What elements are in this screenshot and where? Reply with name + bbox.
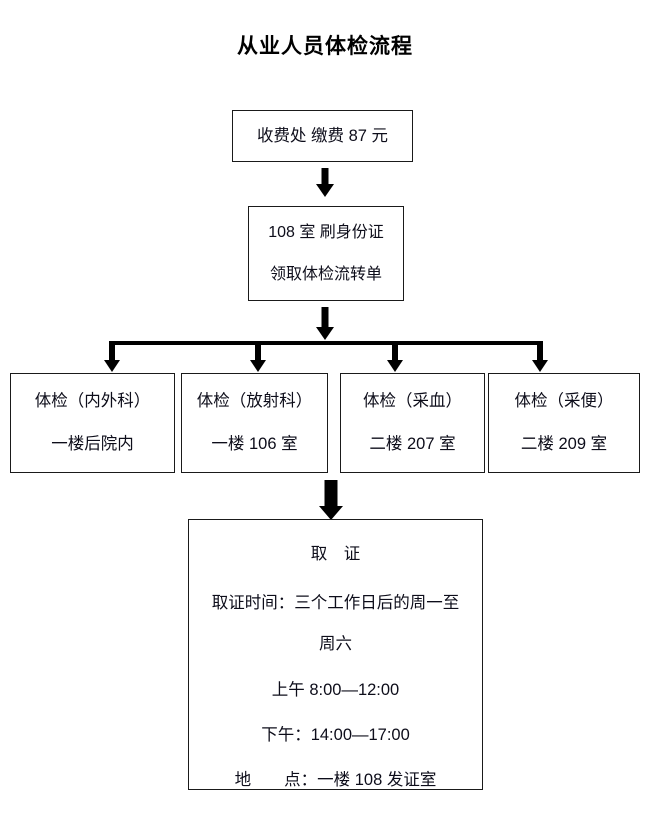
flow-box-exam-0-name: 体检（内外科） bbox=[34, 392, 151, 411]
flow-box-idcard-line-2: 领取体检流转单 bbox=[269, 265, 382, 283]
pickup-morning-hours: 上午 8:00—12:00 bbox=[271, 681, 400, 700]
flow-box-fee-line-1: 收费处 缴费 87 元 bbox=[256, 126, 389, 145]
pickup-place: 地 点：一楼 108 发证室 bbox=[234, 770, 437, 789]
flow-box-exam-2-name: 体检（采血） bbox=[363, 392, 462, 411]
flow-box-exam-0: 体检（内外科） 一楼后院内 bbox=[10, 373, 175, 473]
flow-box-exam-1-location: 一楼 106 室 bbox=[211, 435, 298, 453]
flow-box-exam-3-location: 二楼 209 室 bbox=[520, 435, 608, 453]
bus-drop-0 bbox=[109, 341, 115, 363]
bus-drop-1 bbox=[255, 341, 261, 363]
flow-box-exam-3: 体检（采便） 二楼 209 室 bbox=[488, 373, 640, 473]
flow-box-pickup: 取 证 取证时间：三个工作日后的周一至 周六 上午 8:00—12:00 下午：… bbox=[188, 519, 483, 790]
flow-box-exam-2: 体检（采血） 二楼 207 室 bbox=[340, 373, 485, 473]
flow-box-exam-1-name: 体检（放射科） bbox=[196, 392, 313, 411]
bus-drop-3 bbox=[537, 341, 543, 363]
bus-arrowhead-0 bbox=[104, 360, 120, 372]
page-title: 从业人员体检流程 bbox=[237, 34, 413, 58]
flow-box-exam-0-location: 一楼后院内 bbox=[51, 435, 134, 453]
pickup-time-line-2: 周六 bbox=[319, 634, 352, 653]
bus-drop-2 bbox=[392, 341, 398, 363]
flow-box-exam-2-location: 二楼 207 室 bbox=[369, 435, 456, 453]
flow-box-exam-3-name: 体检（采便） bbox=[514, 392, 614, 411]
bus-arrowhead-3 bbox=[532, 360, 548, 372]
flow-box-exam-1: 体检（放射科） 一楼 106 室 bbox=[181, 373, 328, 473]
bus-arrowhead-2 bbox=[387, 360, 403, 372]
flow-box-idcard: 108 室 刷身份证 领取体检流转单 bbox=[248, 206, 404, 301]
pickup-heading: 取 证 bbox=[310, 545, 361, 563]
bus-bar-horizontal bbox=[109, 341, 543, 345]
pickup-time-line-1: 取证时间：三个工作日后的周一至 bbox=[211, 593, 460, 612]
bus-arrowhead-1 bbox=[250, 360, 266, 372]
pickup-afternoon-hours: 下午：14:00—17:00 bbox=[261, 726, 410, 744]
flow-box-fee: 收费处 缴费 87 元 bbox=[232, 110, 413, 162]
flow-box-idcard-line-1: 108 室 刷身份证 bbox=[268, 223, 384, 241]
